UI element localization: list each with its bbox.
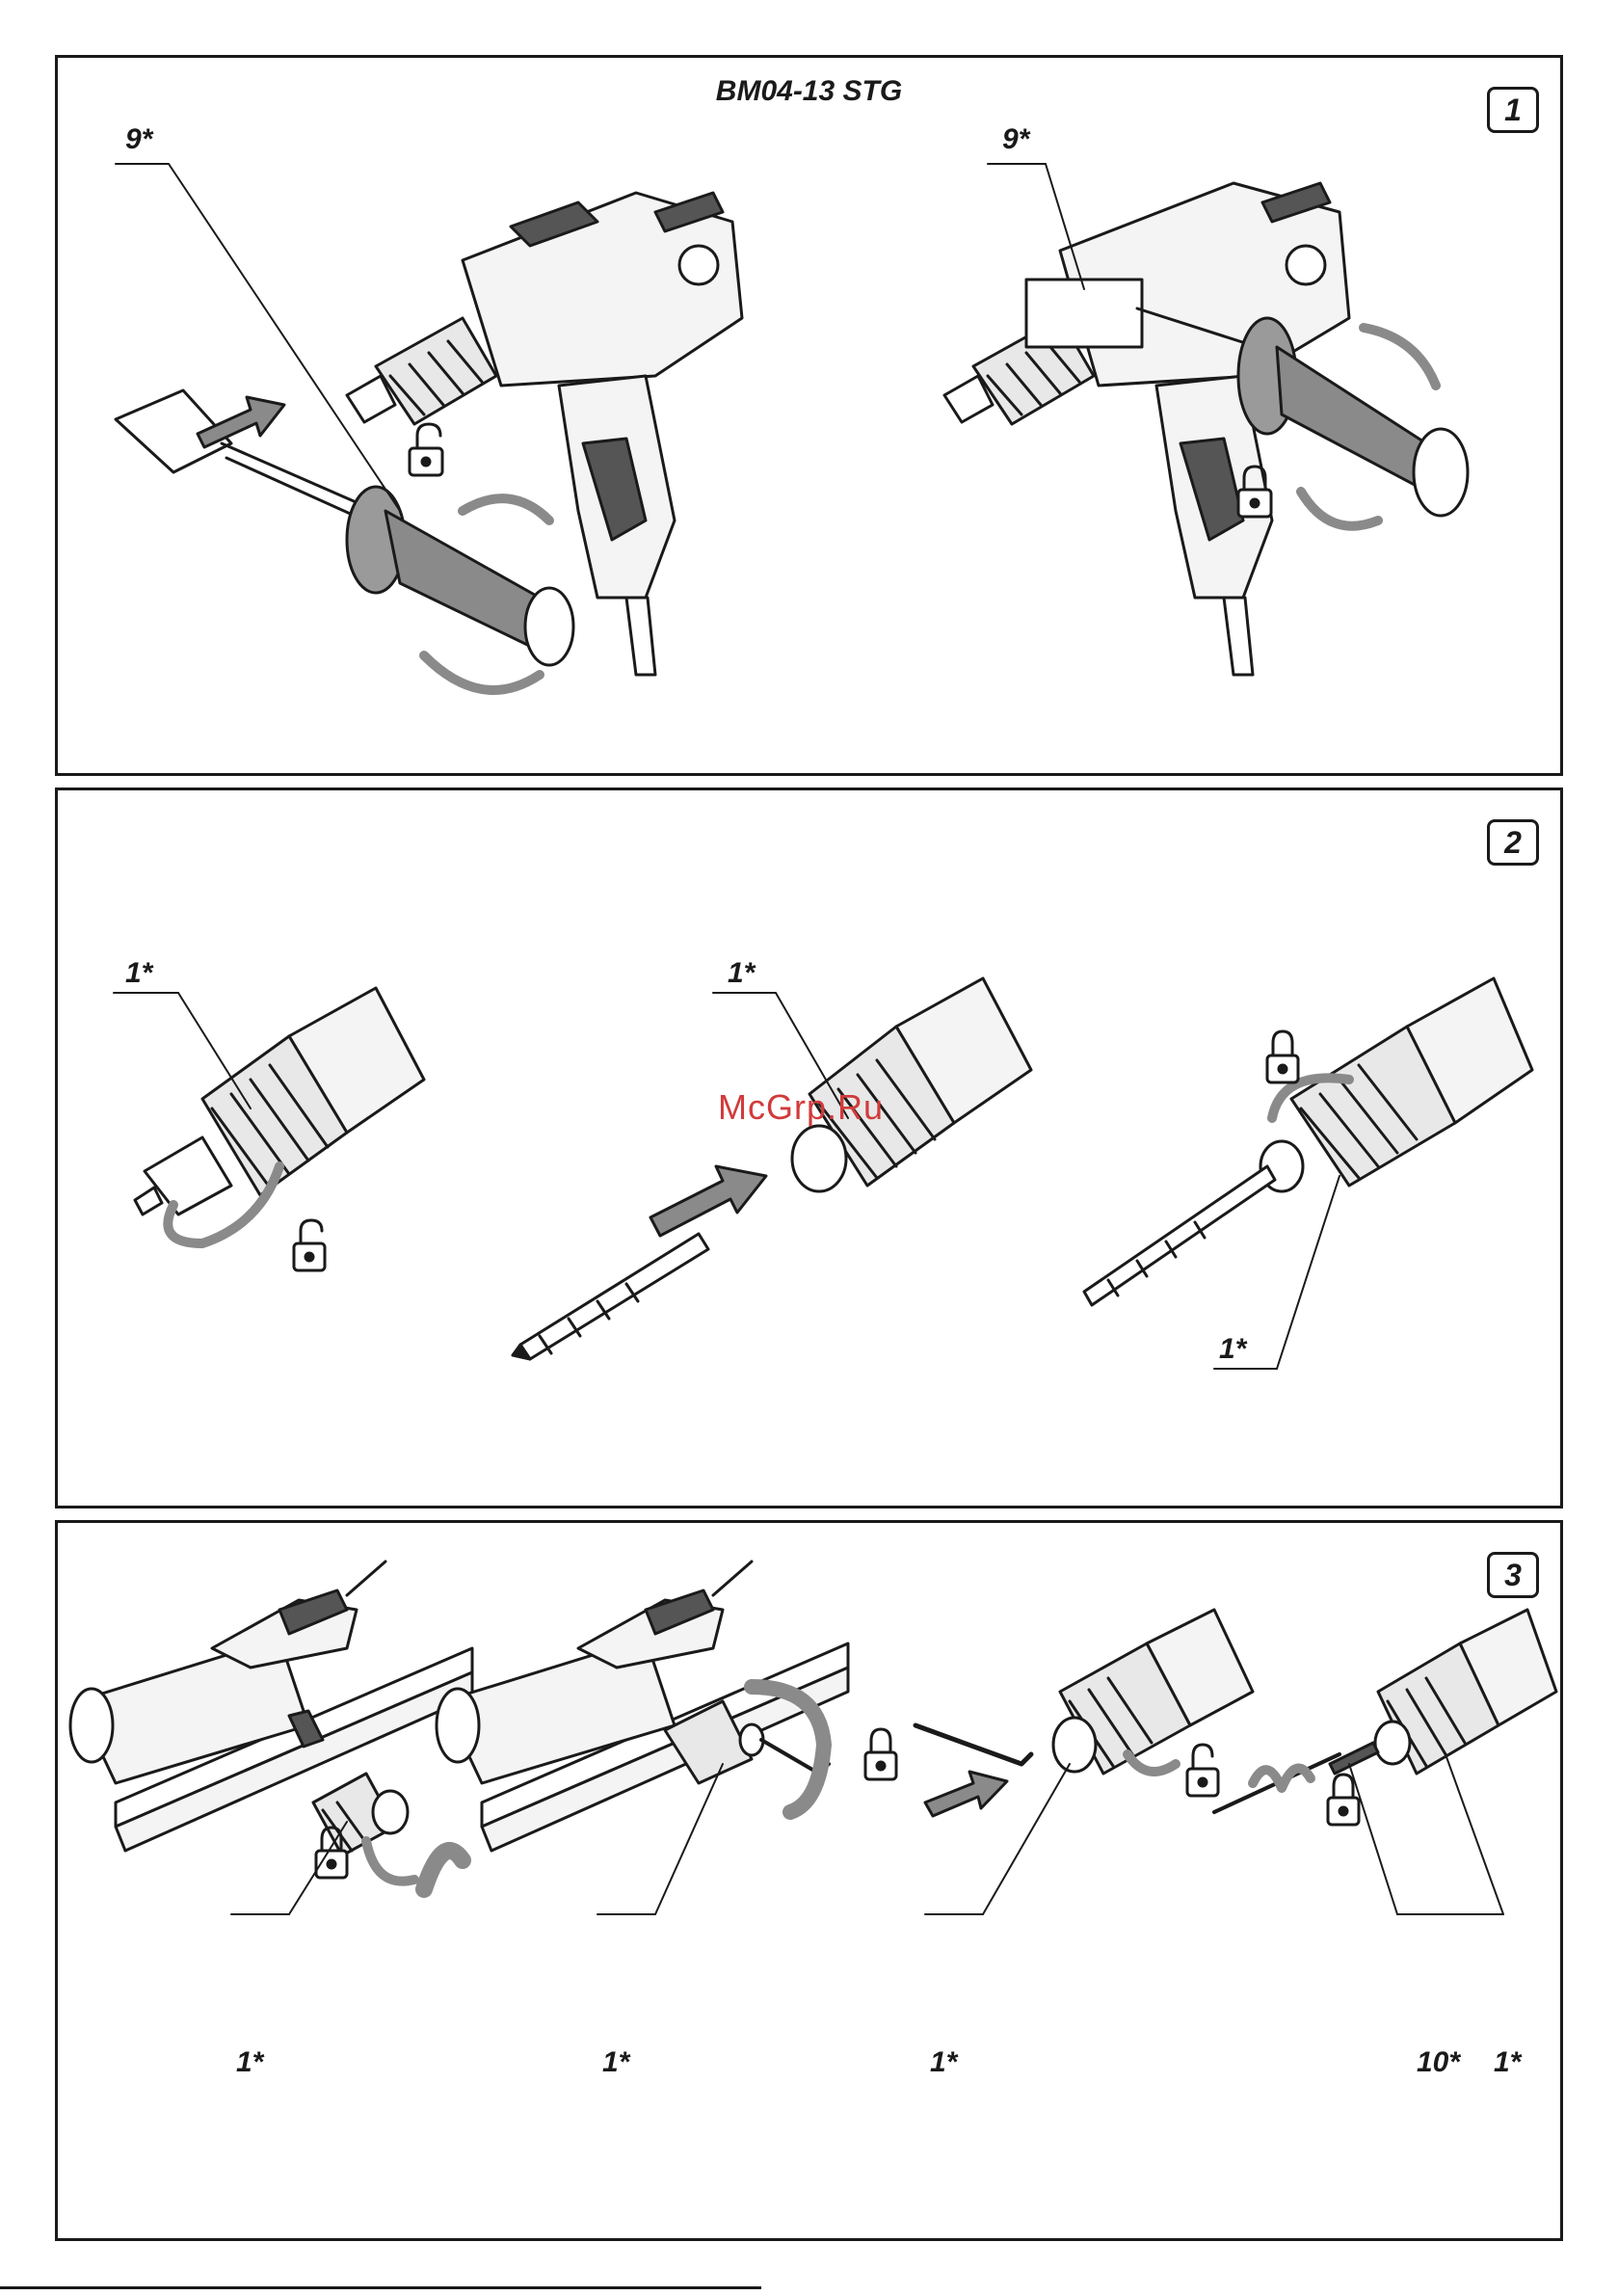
rotate-arrow-icon — [1127, 1754, 1176, 1772]
rotate-arrow-icon — [1253, 1769, 1311, 1788]
callout-label: 1* — [1494, 2048, 1521, 2077]
side-handle-icon — [116, 390, 573, 665]
arrow-icon — [650, 1166, 766, 1236]
rotate-arrow-icon — [424, 1851, 463, 1889]
callout-label: 1* — [125, 959, 152, 988]
rotate-arrow-icon — [366, 1841, 414, 1882]
drill-bit-icon — [513, 1234, 708, 1359]
chuck-icon — [313, 1774, 408, 1855]
rotate-arrow-icon — [1364, 328, 1436, 386]
callout-label: 1* — [602, 2048, 629, 2077]
callout-label: 1* — [728, 959, 755, 988]
rotate-arrow-icon — [424, 655, 540, 690]
callout-label: 1* — [236, 2048, 263, 2077]
panel-2-illustration — [58, 790, 1560, 1506]
chuck-icon — [1375, 1610, 1556, 1774]
callout-label: 9* — [125, 125, 152, 154]
chuck-icon — [1053, 1610, 1253, 1774]
panel-3-chuck-removal: 3 — [55, 1520, 1563, 2241]
unlock-icon — [294, 1220, 325, 1270]
callout-label: 10* — [1417, 2048, 1460, 2077]
callout-label: 9* — [1002, 125, 1029, 154]
unlock-icon — [410, 424, 442, 475]
chuck-icon — [135, 988, 424, 1243]
panel-3-illustration — [58, 1523, 1560, 2238]
lock-icon — [865, 1729, 896, 1779]
allen-key-icon — [915, 1725, 1031, 1764]
footer-divider — [0, 2286, 761, 2289]
drill-bit-icon — [1084, 1166, 1275, 1305]
screw-icon — [1330, 1743, 1378, 1774]
callout-label: 1* — [1219, 1335, 1246, 1364]
rotate-arrow-icon — [463, 498, 549, 521]
callout-label: 1* — [930, 2048, 957, 2077]
lock-icon — [1267, 1031, 1298, 1082]
panel-1-side-handle: BM04-13 STG 1 — [55, 55, 1563, 776]
drill-icon — [944, 183, 1349, 675]
panel-2-drill-bit: 2 — [55, 788, 1563, 1508]
arrow-icon — [925, 1772, 1007, 1816]
panel-1-illustration — [58, 58, 1560, 773]
rotate-arrow-icon — [1301, 492, 1378, 526]
watermark-text: McGrp.Ru — [718, 1087, 884, 1128]
unlock-icon — [1187, 1745, 1218, 1796]
